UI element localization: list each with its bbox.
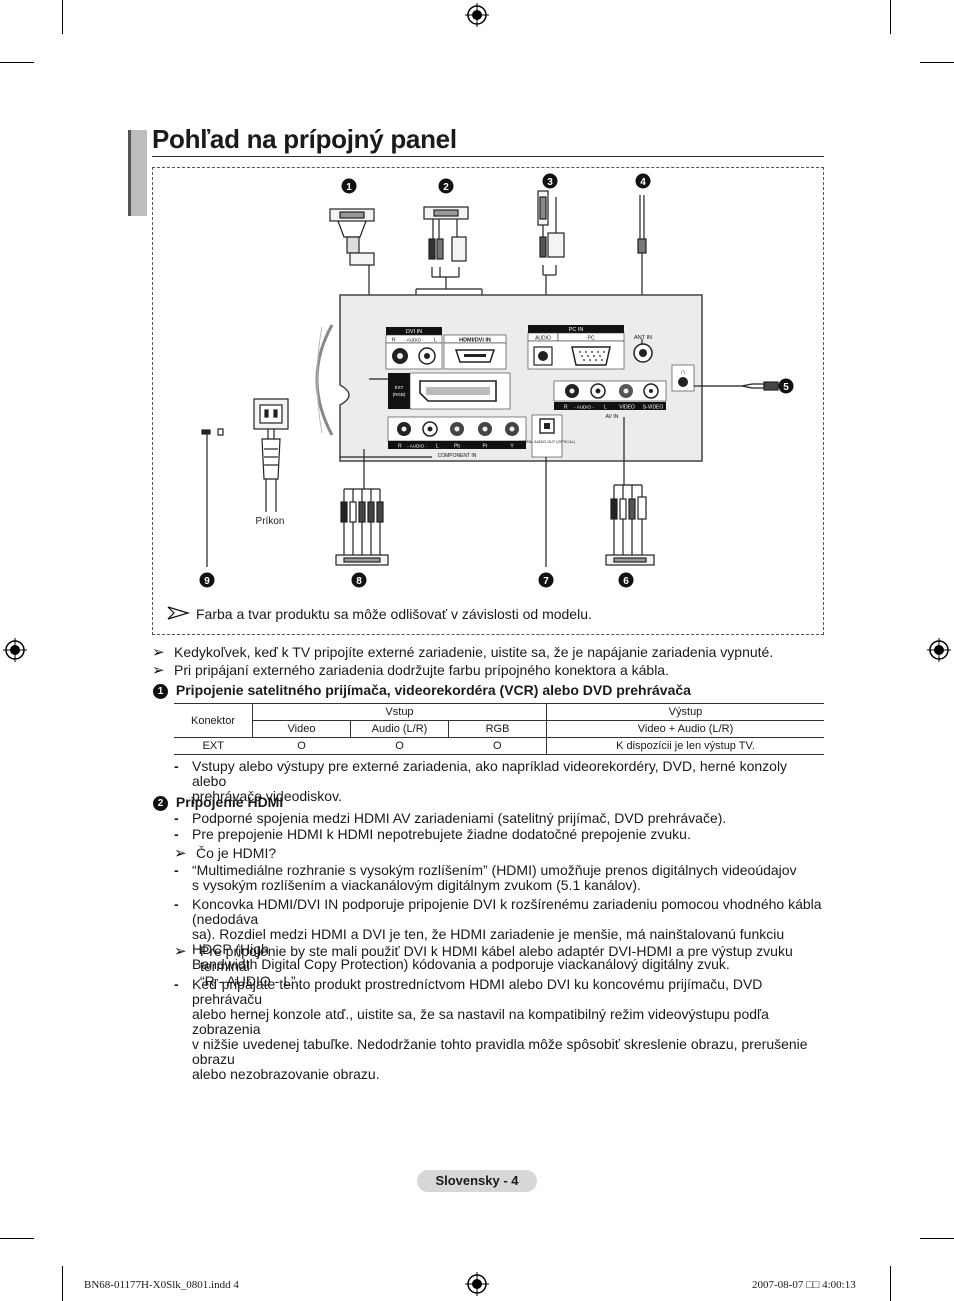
crosshair-register-icon	[465, 3, 489, 27]
svg-text:Pr: Pr	[483, 444, 488, 450]
connection-diagram-frame	[152, 167, 824, 635]
crop-mark	[62, 0, 63, 34]
note-arrow-icon: ➢	[174, 943, 187, 960]
svg-text:∩: ∩	[680, 369, 685, 376]
svg-text:AUDIO: AUDIO	[535, 336, 551, 342]
svg-text:AV IN: AV IN	[606, 414, 619, 420]
connector-table: Konektor Vstup Výstup Video Audio (L/R) …	[174, 703, 824, 755]
table-header-konektor: Konektor	[174, 703, 253, 738]
marker-2: 2	[438, 178, 454, 194]
title-accent-bar	[128, 130, 147, 216]
svg-text:R: R	[392, 338, 396, 344]
crosshair-register-icon	[465, 1272, 489, 1296]
svg-text:L: L	[436, 444, 439, 450]
diagram-note: Farba a tvar produktu sa môže odlišovať …	[196, 606, 592, 622]
section1-heading: 1 Pripojenie satelitného prijímača, vide…	[153, 682, 691, 699]
svg-text:VIDEO: VIDEO	[619, 405, 635, 411]
svg-text:COMPONENT IN: COMPONENT IN	[438, 453, 477, 459]
crop-mark	[0, 62, 34, 63]
crosshair-register-icon	[3, 638, 27, 662]
crop-mark	[890, 0, 891, 34]
note-arrow-icon: ➢	[174, 845, 187, 862]
table-header-vstup: Vstup	[252, 703, 547, 721]
table-col-rgb: RGB	[448, 720, 547, 738]
svg-text:1: 1	[346, 182, 352, 193]
marker-3: 3	[542, 173, 558, 189]
scart-cable-icon	[329, 208, 375, 457]
svg-text:(RGB): (RGB)	[393, 392, 406, 397]
crop-mark	[920, 1238, 954, 1239]
print-file-info: BN68-01177H-X0Slk_0801.indd 4	[84, 1279, 239, 1291]
pc-cable-icon	[537, 190, 565, 329]
svg-text:EXT: EXT	[395, 385, 404, 390]
svg-text:PC IN: PC IN	[569, 327, 584, 333]
svg-text:8: 8	[356, 576, 362, 587]
svg-text:4: 4	[640, 177, 646, 188]
table-row: EXT O O O K dispozícii je len výstup TV.	[174, 737, 824, 755]
note-arrow-icon	[167, 606, 191, 620]
svg-text:PC: PC	[588, 336, 595, 342]
svg-text:ANT IN: ANT IN	[634, 335, 652, 341]
page-title: Pohľad na prípojný panel	[152, 124, 457, 154]
section-number-badge: 1	[153, 684, 168, 699]
av-cable-icon	[605, 485, 655, 566]
power-cord-icon	[201, 398, 289, 567]
svg-text:S-VIDEO: S-VIDEO	[643, 405, 664, 411]
crop-mark	[0, 1238, 34, 1239]
marker-9: 9	[199, 572, 215, 588]
section2-heading: 2 Pripojenie HDMI	[153, 794, 283, 811]
svg-text:DVI IN: DVI IN	[406, 329, 422, 335]
power-label: Príkon	[256, 516, 285, 527]
crop-mark	[920, 62, 954, 63]
svg-text:- AUDIO -: - AUDIO -	[407, 444, 427, 449]
print-date-info: 2007-08-07 □□ 4:00:13	[752, 1279, 856, 1291]
marker-4: 4	[635, 173, 651, 189]
marker-6: 6	[618, 572, 634, 588]
svg-text:2: 2	[443, 182, 449, 193]
svg-text:L: L	[434, 338, 437, 344]
component-cable-icon	[335, 489, 389, 566]
marker-8: 8	[351, 572, 367, 588]
table-col-video: Video	[252, 720, 351, 738]
note-arrow-icon: ➢	[152, 662, 165, 679]
svg-text:R: R	[564, 405, 568, 411]
svg-text:5: 5	[783, 382, 789, 393]
svg-text:3: 3	[547, 177, 553, 188]
svg-text:- AUDIO -: - AUDIO -	[574, 405, 594, 410]
svg-text:L: L	[604, 405, 607, 411]
what-is-hdmi-note: ➢Čo je HDMI?	[174, 845, 277, 862]
svg-text:7: 7	[543, 576, 549, 587]
svg-text:6: 6	[623, 576, 629, 587]
crop-mark	[62, 1266, 63, 1301]
svg-text:HDMI/DVI IN: HDMI/DVI IN	[459, 338, 491, 344]
page-footer-label: Slovensky - 4	[417, 1170, 537, 1192]
svg-text:DIGITAL AUDIO OUT (OPTICAL): DIGITAL AUDIO OUT (OPTICAL)	[519, 440, 576, 444]
marker-5: 5	[778, 378, 794, 394]
marker-1: 1	[341, 178, 357, 194]
svg-text:- AUDIO -: - AUDIO -	[404, 338, 424, 343]
note-arrow-icon: ➢	[152, 644, 165, 661]
section-number-badge: 2	[153, 796, 168, 811]
svg-text:R: R	[398, 444, 402, 450]
title-rule	[152, 156, 824, 157]
svg-text:Pb: Pb	[454, 444, 460, 450]
marker-7: 7	[538, 572, 554, 588]
connection-panel-diagram: 1 2 3 4 5 6 7 8 9	[167, 173, 794, 622]
table-col-audio: Audio (L/R)	[350, 720, 449, 738]
table-col-out: Video + Audio (L/R)	[546, 720, 824, 738]
svg-text:9: 9	[204, 576, 210, 587]
tv-back-panel: DVI IN R - AUDIO - L HDMI/DVI IN PC IN A…	[315, 294, 703, 462]
note-connector-color: ➢Pri pripájaní externého zariadenia dodr…	[152, 662, 669, 679]
crop-mark	[890, 1266, 891, 1301]
svg-text:Y: Y	[510, 444, 514, 450]
crosshair-register-icon	[927, 638, 951, 662]
note-power-off: ➢Kedykoľvek, keď k TV pripojíte externé …	[152, 644, 774, 661]
table-header-vystup: Výstup	[546, 703, 824, 721]
